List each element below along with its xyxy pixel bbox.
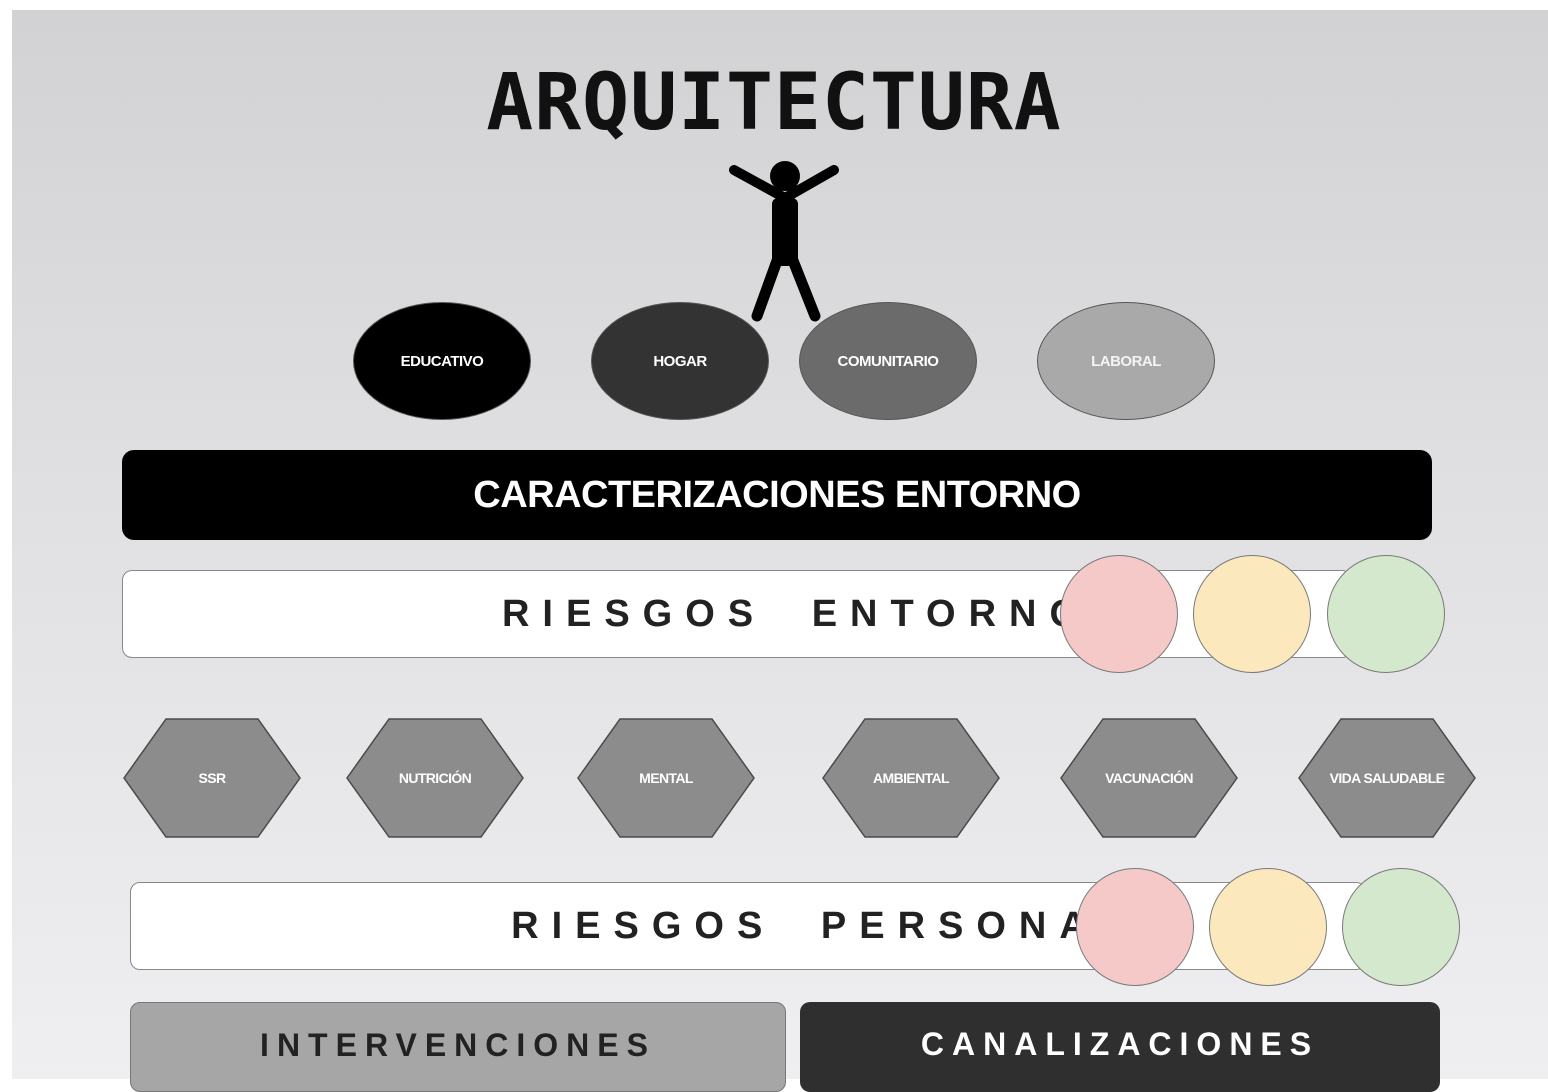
- intervenciones-label: INTERVENCIONES: [260, 1027, 656, 1063]
- caracterizaciones-entorno-bar: CARACTERIZACIONES ENTORNO: [122, 450, 1432, 540]
- dimension-hexagon: VIDA SALUDABLE: [1297, 717, 1477, 839]
- dimension-label: NUTRICIÓN: [398, 770, 472, 786]
- dimension-hexagon: AMBIENTAL: [821, 717, 1001, 839]
- canalizaciones-box: CANALIZACIONES: [800, 1002, 1440, 1092]
- entorno-light-2: [1193, 555, 1311, 673]
- entorno-light-1: [1060, 555, 1178, 673]
- environment-comunitario: COMUNITARIO: [799, 302, 977, 420]
- dimension-hexagon: SSR: [122, 717, 302, 839]
- dimension-label: VIDA SALUDABLE: [1329, 770, 1445, 786]
- persona-light-1: [1076, 868, 1194, 986]
- dimension-hexagon: MENTAL: [576, 717, 756, 839]
- dimension-hexagon: VACUNACIÓN: [1059, 717, 1239, 839]
- entorno-light-3: [1327, 555, 1445, 673]
- environment-educativo: EDUCATIVO: [353, 302, 531, 420]
- dimension-label: AMBIENTAL: [873, 770, 950, 786]
- environment-laboral: LABORAL: [1037, 302, 1215, 420]
- persona-light-2: [1209, 868, 1327, 986]
- page-title: ARQUITECTURA: [486, 58, 1062, 148]
- persona-light-3: [1342, 868, 1460, 986]
- riesgos-persona-label: RIESGOS PERSONA: [511, 904, 1100, 947]
- dimension-label: VACUNACIÓN: [1105, 770, 1193, 786]
- dimension-label: MENTAL: [639, 770, 693, 786]
- dimension-hexagon: NUTRICIÓN: [345, 717, 525, 839]
- riesgos-entorno-label: RIESGOS ENTORNO: [501, 592, 1093, 635]
- person-icon: [720, 158, 850, 333]
- dimension-label: SSR: [198, 770, 227, 786]
- canalizaciones-label: CANALIZACIONES: [920, 1026, 1320, 1062]
- environment-hogar: HOGAR: [591, 302, 769, 420]
